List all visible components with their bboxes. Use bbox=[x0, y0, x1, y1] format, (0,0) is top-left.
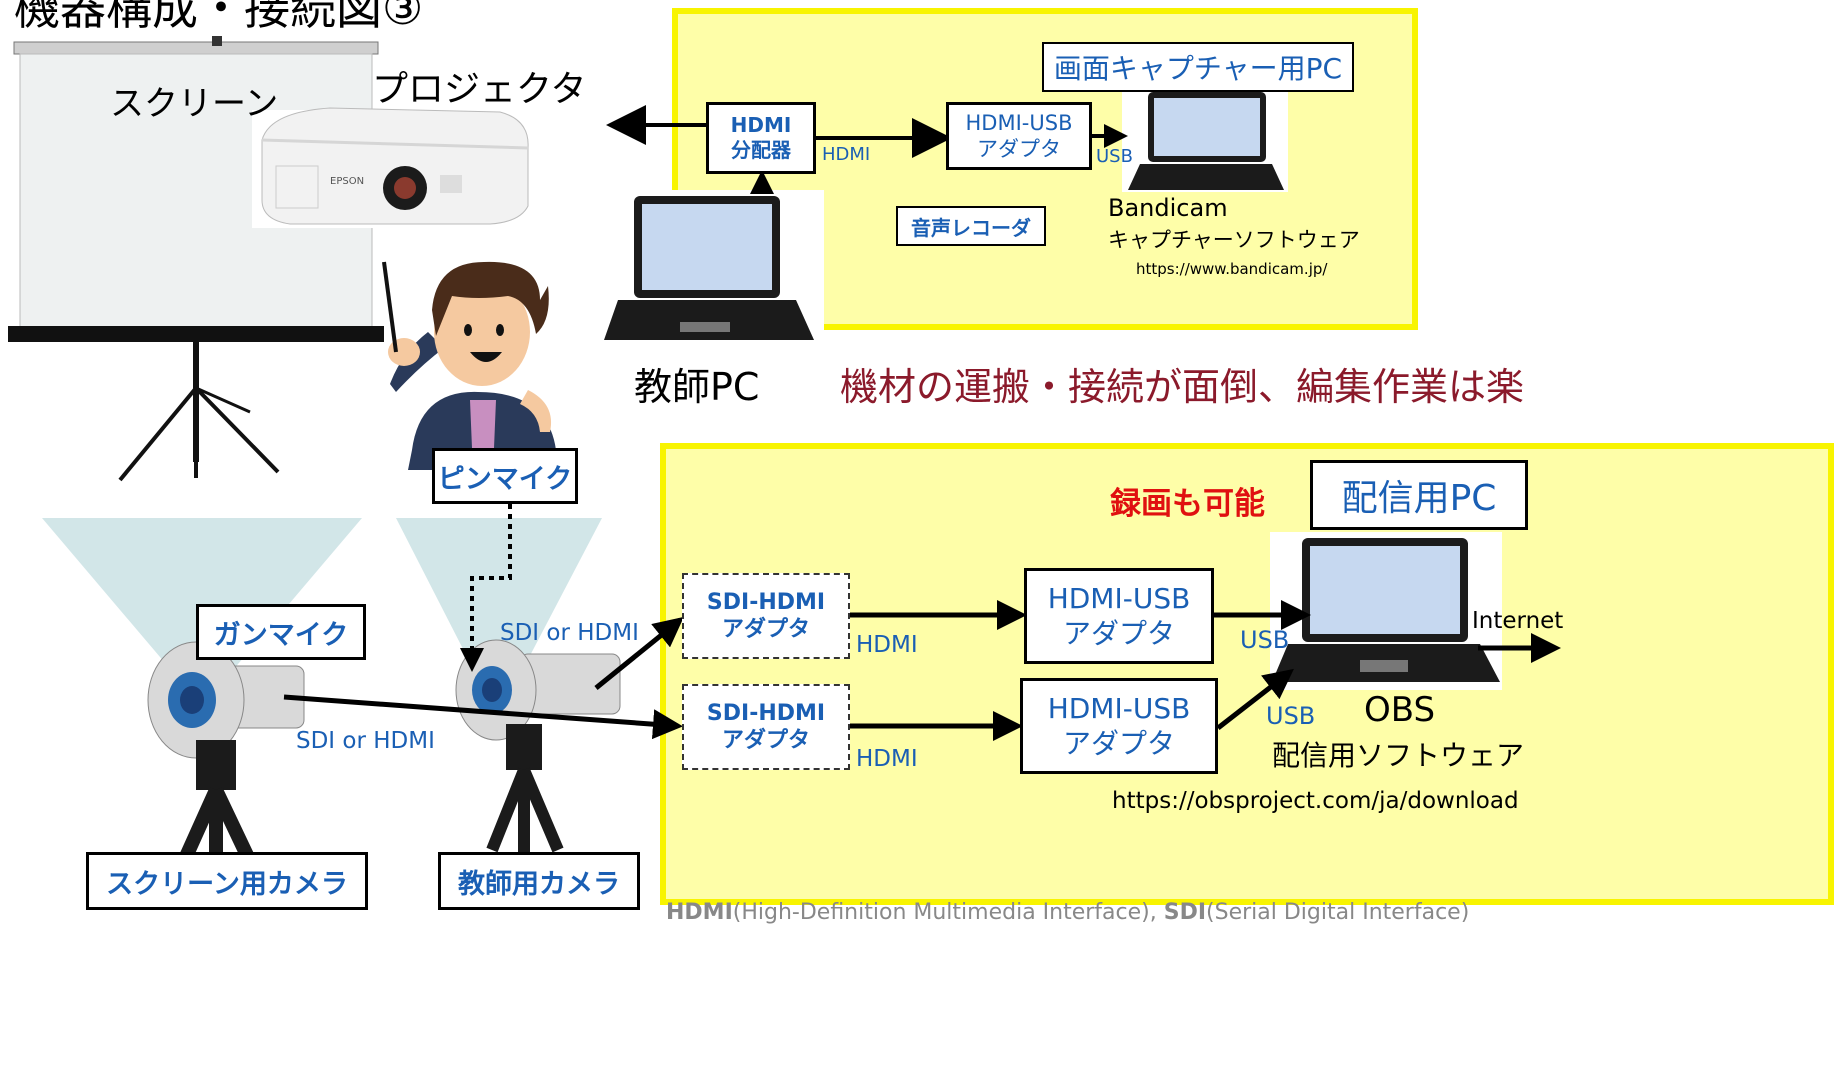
screen-camera-box: スクリーン用カメラ bbox=[86, 852, 368, 910]
hdmi-splitter-line1: HDMI bbox=[730, 113, 792, 137]
teacher-pc-label: 教師PC bbox=[634, 365, 760, 409]
obs-url: https://obsproject.com/ja/download bbox=[1112, 788, 1519, 814]
bottom-usb-label-1: USB bbox=[1240, 626, 1290, 654]
streaming-pc-laptop-icon bbox=[1270, 532, 1502, 690]
hdmi-usb-2-line2: アダプタ bbox=[1062, 727, 1175, 760]
bandicam-desc: キャプチャーソフトウェア bbox=[1108, 228, 1360, 252]
gun-mic-box: ガンマイク bbox=[196, 604, 366, 660]
hdmi-usb-1-line2: アダプタ bbox=[1062, 617, 1175, 650]
recording-note: 録画も可能 bbox=[1110, 486, 1265, 522]
streaming-pc-title-box: 配信用PC bbox=[1310, 460, 1528, 530]
top-usb-label: USB bbox=[1096, 146, 1133, 167]
hdmi-usb-adapter-2: HDMI-USB アダプタ bbox=[1020, 678, 1218, 774]
top-hdmi-usb-line2: アダプタ bbox=[977, 137, 1061, 161]
bandicam-name: Bandicam bbox=[1108, 194, 1228, 222]
footer-sdi-abbr: SDI bbox=[1163, 900, 1207, 925]
sdi-or-hdmi-label-teacher: SDI or HDMI bbox=[500, 620, 639, 646]
projection-screen-icon bbox=[8, 36, 384, 482]
top-hdmi-usb-box: HDMI-USB アダプタ bbox=[946, 102, 1092, 170]
hdmi-usb-2-line1: HDMI-USB bbox=[1047, 692, 1191, 725]
sdi-hdmi-2-line1: SDI-HDMI bbox=[706, 700, 826, 726]
bottom-hdmi-label-2: HDMI bbox=[856, 746, 918, 772]
projector-icon bbox=[252, 107, 529, 228]
footer-note: HDMI(High-Definition Multimedia Interfac… bbox=[666, 900, 1469, 925]
capture-pc-laptop-icon bbox=[1122, 88, 1288, 192]
obs-name: OBS bbox=[1364, 690, 1436, 730]
pin-mic-label: ピンマイク bbox=[437, 463, 573, 495]
sdi-hdmi-adapter-1: SDI-HDMI アダプタ bbox=[682, 573, 850, 659]
teacher-camera-label: 教師用カメラ bbox=[458, 868, 620, 900]
hdmi-splitter-line2: 分配器 bbox=[731, 138, 791, 162]
hdmi-usb-adapter-1: HDMI-USB アダプタ bbox=[1024, 568, 1214, 664]
gun-mic-label: ガンマイク bbox=[213, 619, 349, 651]
capture-pc-title-box: 画面キャプチャー用PC bbox=[1042, 42, 1354, 92]
teacher-camera-icon bbox=[455, 639, 621, 853]
voice-recorder-box: 音声レコーダ bbox=[896, 206, 1046, 246]
sdi-hdmi-1-line1: SDI-HDMI bbox=[706, 589, 826, 615]
streaming-panel bbox=[660, 443, 1834, 905]
footer-hdmi-full: (High-Definition Multimedia Interface), bbox=[732, 900, 1164, 925]
projector-brand-label: EPSON bbox=[330, 176, 365, 187]
streaming-pc-title: 配信用PC bbox=[1341, 478, 1497, 519]
pin-mic-box: ピンマイク bbox=[432, 448, 578, 504]
bottom-hdmi-label-1: HDMI bbox=[856, 632, 918, 658]
hdmi-usb-1-line1: HDMI-USB bbox=[1047, 582, 1191, 615]
obs-desc: 配信用ソフトウェア bbox=[1272, 739, 1525, 772]
hdmi-splitter-box: HDMI 分配器 bbox=[706, 102, 816, 174]
footer-sdi-full: (Serial Digital Interface) bbox=[1206, 900, 1470, 925]
teacher-illustration-icon bbox=[382, 261, 560, 470]
sdi-hdmi-1-line2: アダプタ bbox=[721, 617, 810, 642]
sdi-or-hdmi-label-screen: SDI or HDMI bbox=[296, 728, 435, 754]
sdi-hdmi-adapter-2: SDI-HDMI アダプタ bbox=[682, 684, 850, 770]
capture-pc-title: 画面キャプチャー用PC bbox=[1053, 52, 1343, 85]
teacher-pc-laptop-icon bbox=[604, 190, 824, 342]
page-title: 機器構成・接続図③ bbox=[14, 0, 424, 35]
screen-camera-icon bbox=[147, 641, 305, 874]
screen-label: スクリーン bbox=[110, 84, 279, 124]
teacher-camera-box: 教師用カメラ bbox=[438, 852, 640, 910]
top-hdmi-usb-line1: HDMI-USB bbox=[965, 110, 1073, 135]
bandicam-url: https://www.bandicam.jp/ bbox=[1136, 260, 1328, 278]
sdi-hdmi-2-line2: アダプタ bbox=[721, 728, 810, 753]
top-note: 機材の運搬・接続が面倒、編集作業は楽 bbox=[840, 365, 1525, 409]
top-hdmi-label: HDMI bbox=[822, 144, 871, 165]
projector-label: プロジェクタ bbox=[372, 69, 587, 110]
voice-recorder-label: 音声レコーダ bbox=[911, 215, 1031, 240]
footer-hdmi-abbr: HDMI bbox=[666, 900, 733, 925]
internet-label: Internet bbox=[1472, 608, 1564, 634]
screen-camera-label: スクリーン用カメラ bbox=[106, 868, 348, 900]
bottom-usb-label-2: USB bbox=[1266, 702, 1316, 730]
